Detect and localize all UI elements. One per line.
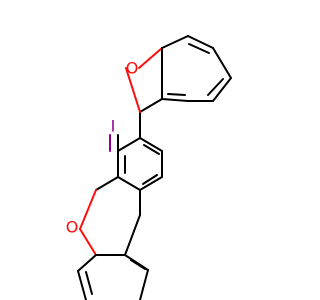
bond-upper-o-right	[138, 47, 163, 69]
bond-lower-benzene-4	[139, 269, 149, 300]
bond-lower-o-right	[79, 228, 97, 256]
bond-upper-benzene-3	[212, 47, 232, 79]
structure-diagram: I O O	[66, 35, 232, 300]
bond-central-2	[139, 137, 163, 152]
bond-central-double-1	[143, 144, 160, 155]
bond-central-5	[117, 176, 141, 191]
bond-lower-furan-4	[124, 214, 141, 256]
bond-central-double-2	[142, 174, 158, 185]
bond-lower-benzene-double-2	[130, 259, 146, 270]
bond-lower-benzene-1	[77, 254, 97, 272]
bond-upper-furan-2	[139, 98, 163, 113]
iodine-atom-label: I	[111, 117, 116, 136]
bond-upper-benzene-2	[187, 35, 214, 49]
bond-upper-o-left	[125, 67, 141, 113]
bond-upper-benzene-6	[161, 98, 189, 102]
bond-lower-o-left	[79, 189, 97, 230]
bond-upper-benzene-double-3	[167, 93, 186, 96]
bond-central-1	[117, 137, 141, 152]
bond-lower-benzene-double-1	[85, 271, 93, 295]
bond-upper-benzene-4	[212, 77, 232, 102]
oxygen-top-atom-label: O	[126, 59, 139, 78]
molecule-canvas: I O O	[65, 35, 232, 300]
bond-upper-benzene-double-2	[207, 78, 224, 96]
bond-upper-benzene-double-1	[188, 43, 210, 54]
bond-lower-furan-2	[95, 176, 119, 191]
oxygen-bottom-atom-label: O	[66, 218, 79, 237]
bond-central-4	[139, 176, 163, 191]
bond-upper-benzene-1	[161, 35, 189, 49]
bond-lower-benzene-2	[77, 270, 87, 300]
